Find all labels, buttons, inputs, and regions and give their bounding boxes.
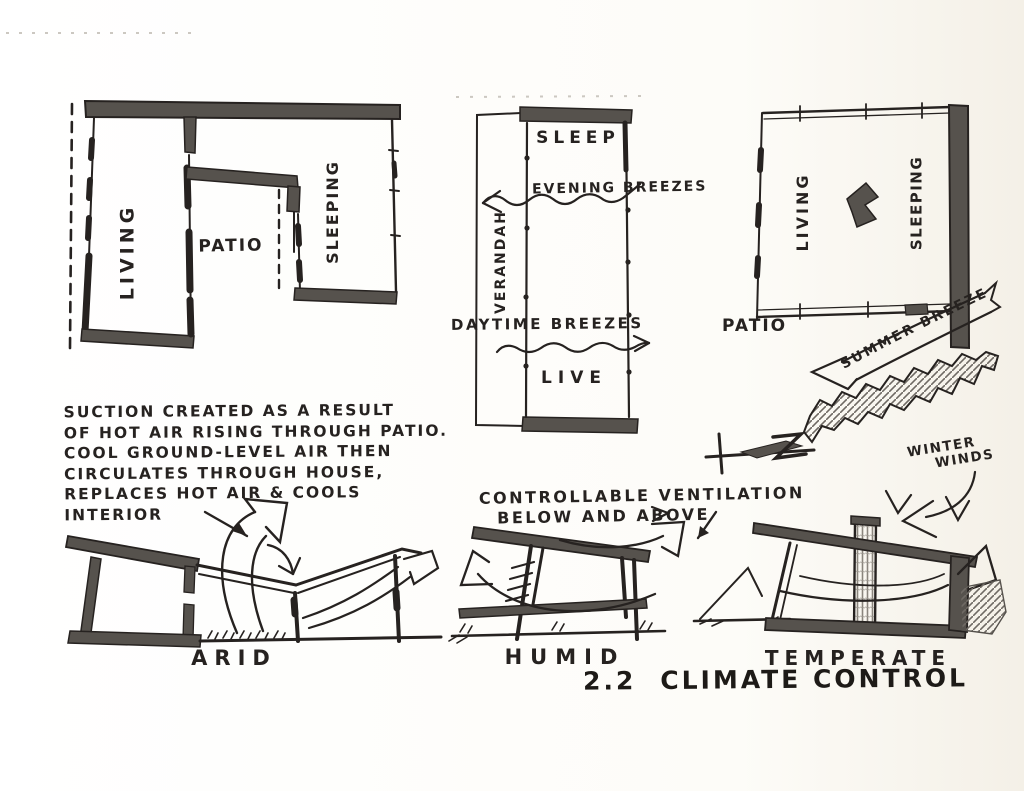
patio-north-wall xyxy=(185,166,299,189)
roof-slab xyxy=(64,534,201,573)
earth-hatch xyxy=(959,579,1007,635)
property-dashed-line xyxy=(68,102,74,350)
west-wall xyxy=(524,121,529,419)
section-humid xyxy=(448,505,718,644)
plan-verandah xyxy=(474,106,651,434)
chimney-cap xyxy=(850,515,881,527)
arid-section-label: ARID xyxy=(191,646,277,670)
evening-breezes-label: EVENING BREEZES xyxy=(531,178,708,198)
title-text: CLIMATE CONTROL xyxy=(660,663,969,696)
section-temperate xyxy=(692,515,1007,639)
interior-flow-lines xyxy=(778,573,950,602)
compact-sleeping-label: SLEEPING xyxy=(907,155,926,251)
winter-winds-arrow xyxy=(884,470,977,539)
wind-direction-symbol xyxy=(704,431,816,475)
under-flow-arrow xyxy=(459,549,657,613)
suction-annotation: SUCTION CREATED AS A RESULT OF HOT AIR R… xyxy=(63,401,449,524)
summer-breeze-arrowhead xyxy=(809,355,859,391)
humid-section-label: HUMID xyxy=(504,645,626,669)
temperate-section-label: TEMPERATE xyxy=(764,646,952,670)
north-wall xyxy=(83,99,401,121)
plan-courtyard xyxy=(68,99,401,350)
suction-air-arrow xyxy=(220,497,302,635)
page-title: 2.2 CLIMATE CONTROL xyxy=(583,663,968,695)
verandah-live-label: LIVE xyxy=(541,368,607,388)
sleeping-south-wall xyxy=(293,287,398,305)
verandah-sleep-label: SLEEP xyxy=(536,128,620,148)
grass-marks xyxy=(448,620,653,644)
compact-living-label: LIVING xyxy=(793,172,812,252)
floor-slab xyxy=(764,617,967,639)
plan-compact xyxy=(754,102,971,350)
fireplace-icon xyxy=(846,181,880,229)
north-wall xyxy=(519,106,633,124)
ventilation-annotation: CONTROLLABLE VENTILATION BELOW AND ABOVE xyxy=(478,483,805,528)
compact-patio-label: PATIO xyxy=(722,316,788,336)
south-wall xyxy=(521,416,639,434)
vent-chevron xyxy=(650,505,671,523)
floor-plank xyxy=(458,598,648,619)
over-flow-arrow xyxy=(558,520,686,558)
east-thick-wall xyxy=(947,103,971,350)
courtyard-patio-label: PATIO xyxy=(198,235,264,257)
living-west-wall-lower xyxy=(81,252,93,336)
section-arid xyxy=(64,497,443,648)
evening-breeze-arrow xyxy=(481,182,642,214)
floor-slab xyxy=(67,630,202,648)
fold-line-marks xyxy=(6,32,643,98)
courtyard-sleeping-label: SLEEPING xyxy=(323,160,342,264)
ground-line xyxy=(450,629,667,638)
north-wall xyxy=(761,105,953,115)
daytime-breezes-label: DAYTIME BREEZES xyxy=(450,314,644,334)
courtyard-living-label: LIVING xyxy=(116,203,139,301)
grass-marks xyxy=(207,630,286,640)
cross-flow-lines xyxy=(301,549,440,630)
roof-slab xyxy=(752,521,979,569)
exit-air-arrow xyxy=(402,549,440,586)
west-wall xyxy=(79,556,102,641)
shrub-windbreak xyxy=(802,350,1000,444)
ground-line xyxy=(198,635,443,643)
sleeping-east-wall xyxy=(390,118,398,293)
verandah-outline xyxy=(474,112,526,427)
earth-berm xyxy=(699,566,763,620)
title-number: 2.2 xyxy=(582,666,637,696)
daytime-breeze-arrow xyxy=(495,334,651,354)
wall-post-dots xyxy=(523,155,632,375)
patio-corner-stub xyxy=(286,185,301,213)
roof-plank xyxy=(470,525,652,564)
wall-stub xyxy=(183,116,197,154)
verandah-label: VERANDAH xyxy=(493,210,509,314)
living-south-wall xyxy=(80,328,195,349)
